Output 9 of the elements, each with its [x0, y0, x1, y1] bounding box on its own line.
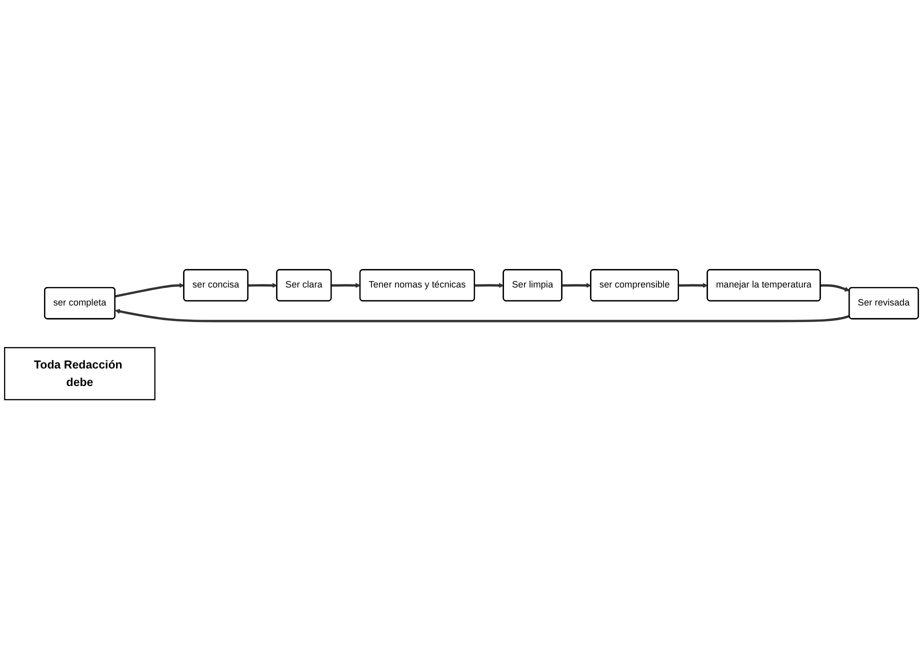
arrow — [474, 283, 504, 288]
arrow — [678, 283, 708, 288]
arrow — [562, 283, 592, 288]
arrow — [820, 284, 850, 292]
arrow — [331, 283, 360, 288]
node-box: Toda Redacción debe — [4, 347, 156, 401]
arrow — [248, 283, 278, 288]
arrow — [114, 283, 184, 298]
arrow — [114, 309, 850, 323]
